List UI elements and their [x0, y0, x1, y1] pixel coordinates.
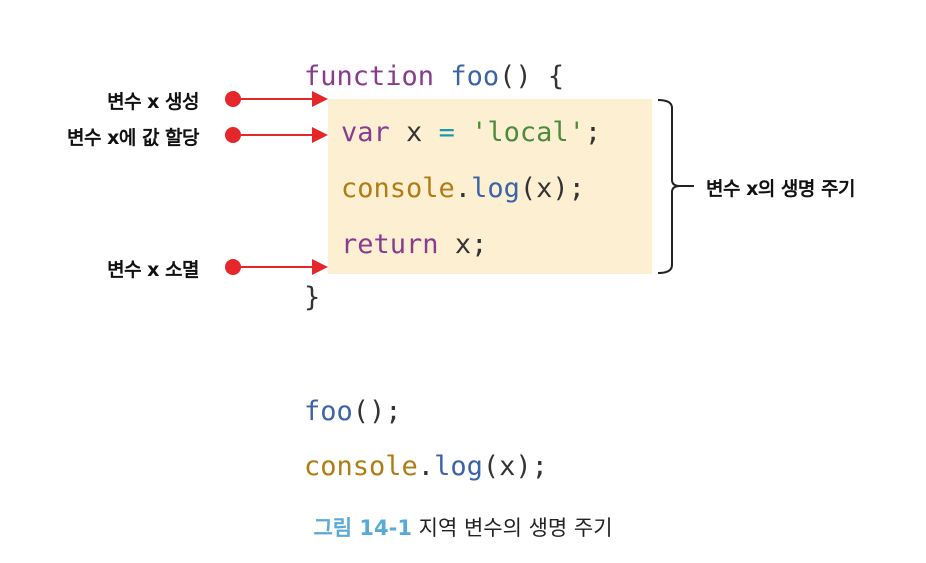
close-brace: } — [304, 282, 321, 313]
keyword-return: return — [341, 229, 439, 260]
return-value: x; — [454, 229, 488, 260]
semicolon: ; — [584, 117, 602, 148]
function-name: foo — [450, 61, 500, 92]
assign-operator: = — [438, 117, 455, 148]
arrow-destroyed — [225, 259, 328, 275]
log-method: log — [471, 173, 520, 204]
global-console-object: console — [304, 451, 418, 482]
label-variable-assigned: 변수 x에 값 할당 — [67, 127, 199, 149]
local-scope-highlight — [328, 99, 652, 274]
arrow-created — [225, 91, 328, 107]
code-line-return: return x; — [341, 231, 487, 258]
lifetime-bracket — [657, 99, 681, 274]
open-brace: { — [547, 61, 565, 92]
foo-call-name: foo — [304, 396, 353, 427]
dot: . — [454, 173, 472, 204]
keyword-function: function — [304, 61, 435, 92]
log-args: (x); — [519, 173, 585, 204]
string-literal: 'local' — [471, 117, 585, 148]
console-object: console — [341, 173, 455, 204]
figure-caption: 그림 14-1 지역 변수의 생명 주기 — [0, 512, 926, 542]
figure-title: 지역 변수의 생명 주기 — [418, 516, 613, 540]
params: () — [499, 61, 532, 92]
code-line-console-log: console.log(x); — [341, 175, 585, 202]
code-line-var-declaration: var x = 'local'; — [341, 119, 601, 146]
arrow-assigned — [225, 127, 328, 143]
keyword-var: var — [341, 117, 390, 148]
global-dot: . — [417, 451, 435, 482]
code-line-close-brace: } — [304, 284, 320, 311]
label-variable-created: 변수 x 생성 — [107, 91, 199, 113]
label-variable-lifetime: 변수 x의 생명 주기 — [706, 178, 855, 200]
code-line-foo-call: foo(); — [304, 398, 402, 425]
code-line-function-declaration: function foo() { — [304, 63, 564, 90]
global-log-method: log — [434, 451, 483, 482]
code-line-global-console-log: console.log(x); — [304, 453, 548, 480]
label-variable-destroyed: 변수 x 소멸 — [107, 259, 199, 281]
global-log-args: (x); — [482, 451, 548, 482]
foo-call-args: (); — [352, 396, 402, 427]
variable-name: x — [406, 117, 423, 148]
figure-number: 그림 14-1 — [313, 516, 412, 540]
